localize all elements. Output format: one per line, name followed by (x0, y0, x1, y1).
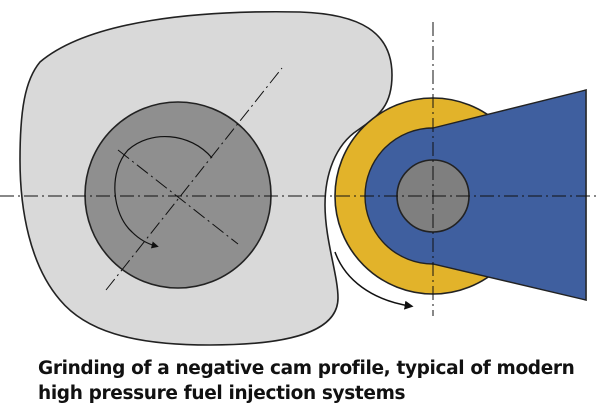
caption-line-2: high pressure fuel injection systems (38, 383, 406, 404)
clockwise-arrow-icon (114, 135, 213, 249)
follower-fork (364, 89, 587, 301)
cam-diagonal-centerline-b (117, 149, 239, 245)
figure-caption: Grinding of a negative cam profile, typi… (38, 356, 594, 406)
caption-line-1: Grinding of a negative cam profile, typi… (38, 358, 575, 379)
cam-grinding-diagram (0, 10, 600, 346)
cam-hub (84, 101, 272, 289)
curved-arrow-icon (334, 251, 414, 310)
center-lines (0, 22, 600, 316)
